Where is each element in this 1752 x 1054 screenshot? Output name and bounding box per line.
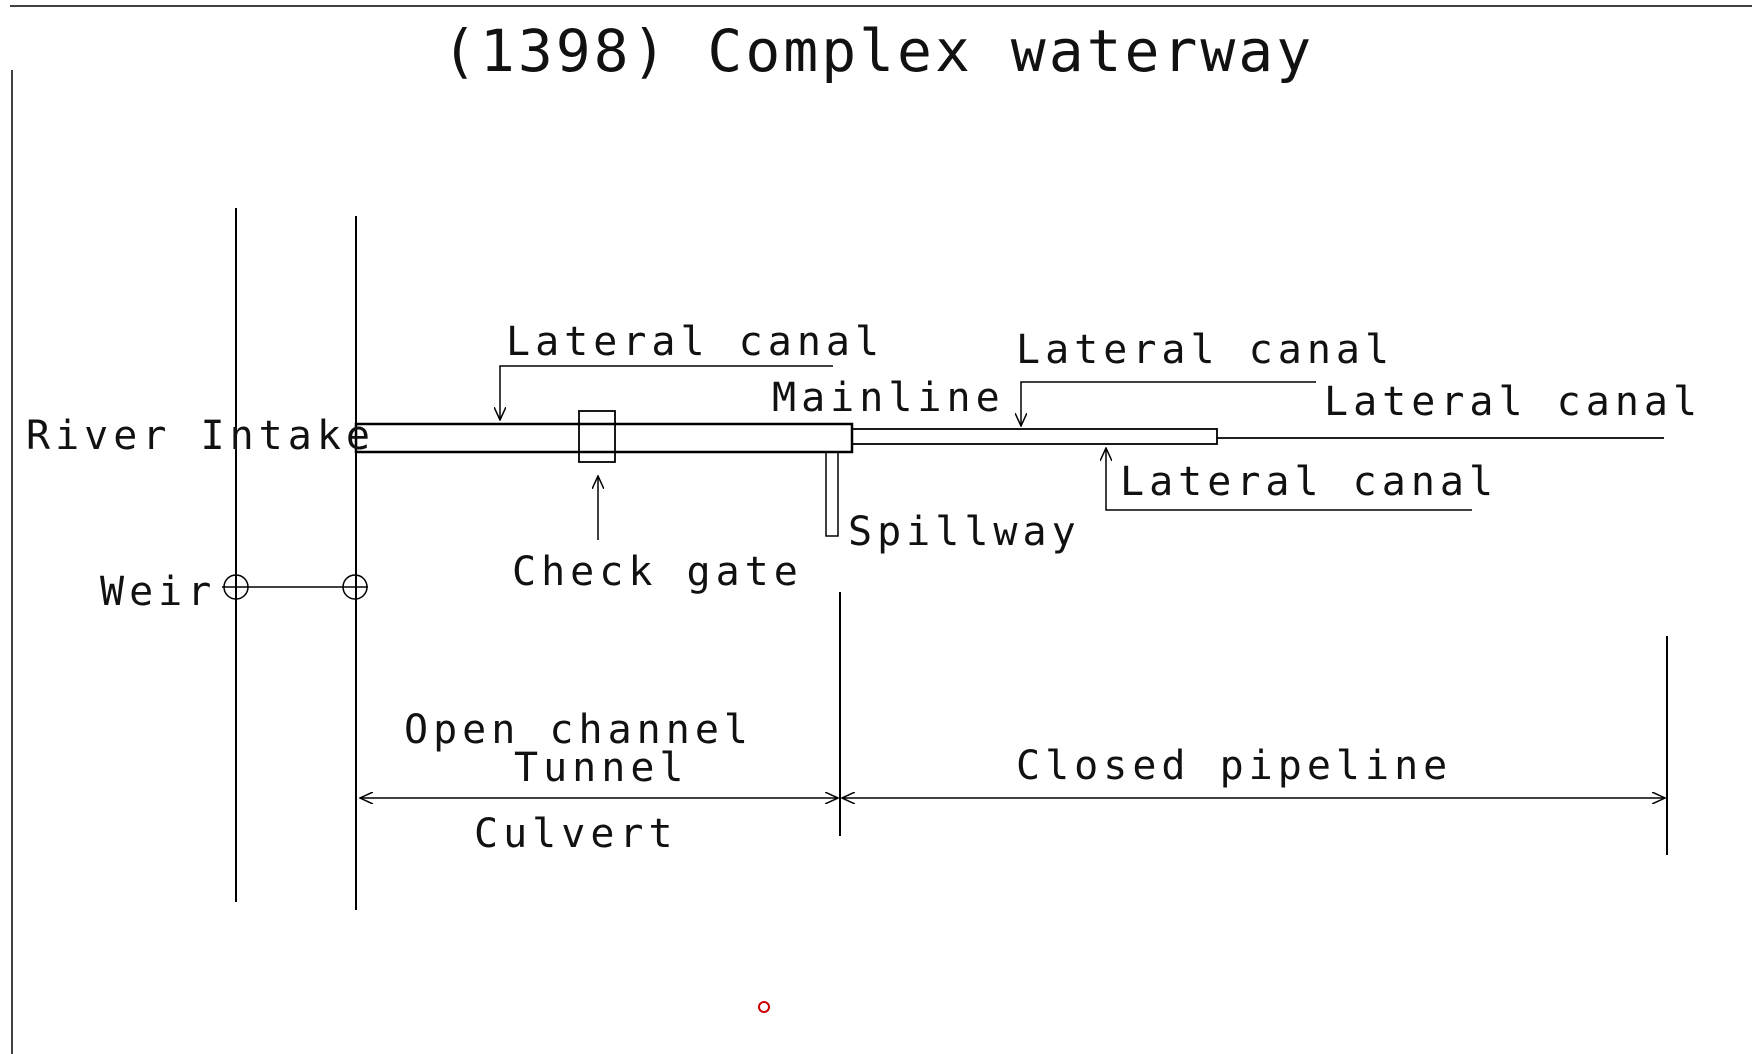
label-open-channel: Open channel [404,707,753,753]
label-lateral-canal-3: Lateral canal [1324,379,1703,425]
label-check-gate: Check gate [512,549,803,595]
lateral-canal-1-leader [500,365,833,420]
label-culvert: Culvert [474,811,678,857]
main-canal-open-section [354,422,854,454]
label-lateral-canal-4: Lateral canal [1120,459,1499,505]
label-spillway: Spillway [848,509,1081,555]
diagram-title: (1398) Complex waterway [442,17,1315,85]
spillway-channel [825,451,839,537]
label-closed-pipeline: Closed pipeline [1016,743,1453,789]
label-tunnel: Tunnel [514,745,689,791]
label-mainline: Mainline [772,375,1005,421]
mainline-pipe-section [851,428,1218,445]
label-weir: Weir [100,569,217,615]
label-lateral-canal-2: Lateral canal [1016,327,1395,373]
label-lateral-canal-1: Lateral canal [506,319,885,365]
check-gate-box [578,410,616,463]
label-river-intake: River Intake [26,413,375,459]
lateral-canal-4-leader [1106,448,1472,511]
lateral-canal-2-leader [1021,381,1316,426]
red-marker-dot [758,1001,770,1013]
